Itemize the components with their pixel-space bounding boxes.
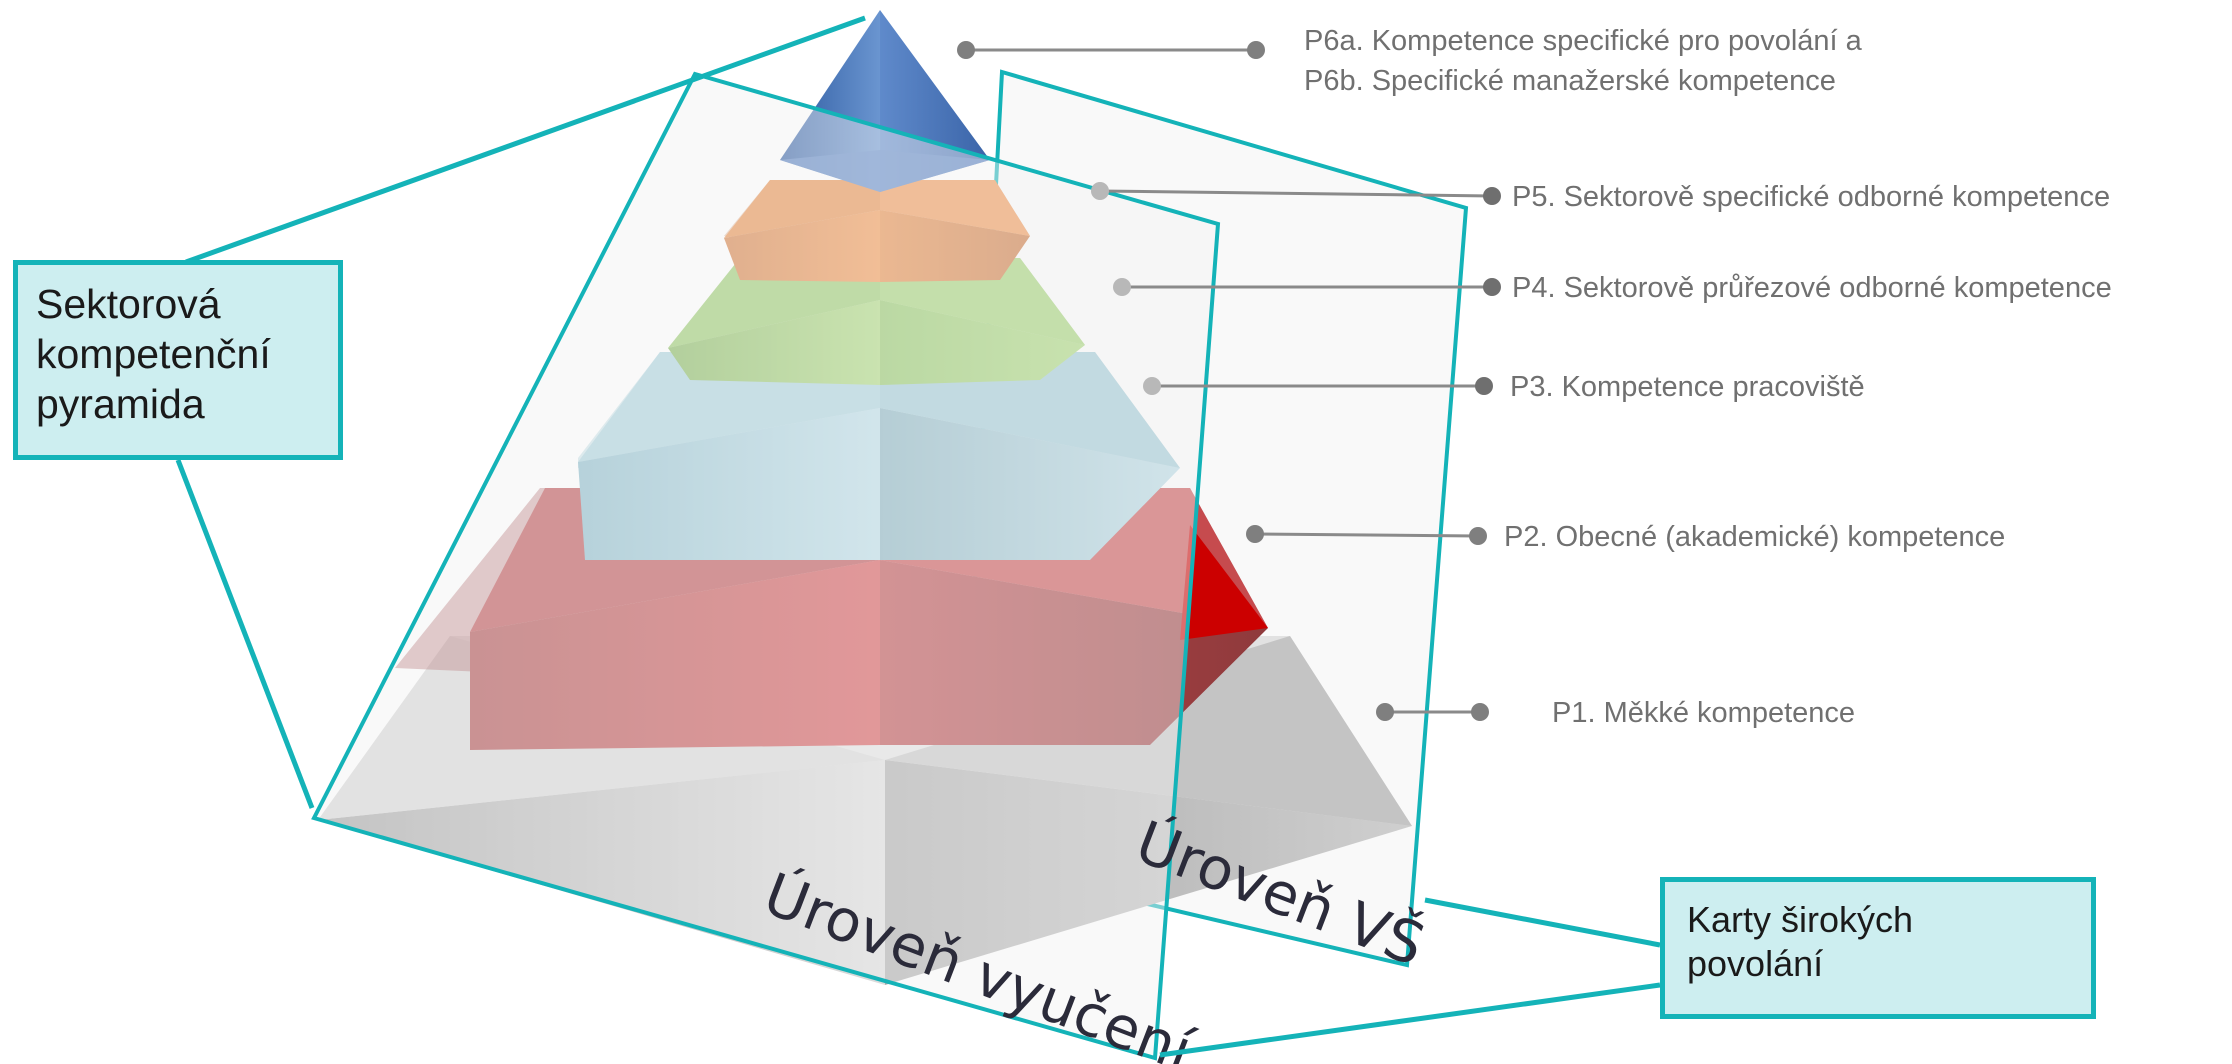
tier-p6	[780, 10, 990, 192]
callout-cards-line2: povolání	[1687, 942, 1824, 984]
callout-pyramid-line1: Sektorová	[36, 281, 221, 327]
level-p5-text: P5. Sektorově specifické odborné kompete…	[1512, 181, 2110, 213]
level-p4-text: P4. Sektorově průřezové odborné kompeten…	[1512, 272, 2112, 304]
card-front	[311, 71, 1221, 1061]
callout-pyramid-line3: pyramida	[36, 381, 205, 428]
callout-cards: Karty širokých povolání	[1660, 877, 2096, 1019]
level-p1-text: P1. Měkké kompetence	[1552, 697, 1855, 729]
level-p6-line1: P6a. Kompetence specifické pro povolání …	[1304, 25, 1863, 57]
callout-connectors	[175, 15, 1661, 1058]
callout-cards-line1: Karty širokých	[1687, 899, 1914, 940]
leader-lines	[957, 41, 1501, 721]
callout-pyramid-line2: kompetenční	[36, 331, 271, 378]
level-p6-line2: P6b. Specifické manažerské kompetence	[1304, 65, 1836, 97]
callout-pyramid: Sektorová kompetenční pyramida	[13, 260, 343, 460]
tier-p5	[724, 180, 1030, 282]
level-p3-text: P3. Kompetence pracoviště	[1510, 371, 1865, 403]
level-p2-text: P2. Obecné (akademické) kompetence	[1504, 521, 2005, 553]
